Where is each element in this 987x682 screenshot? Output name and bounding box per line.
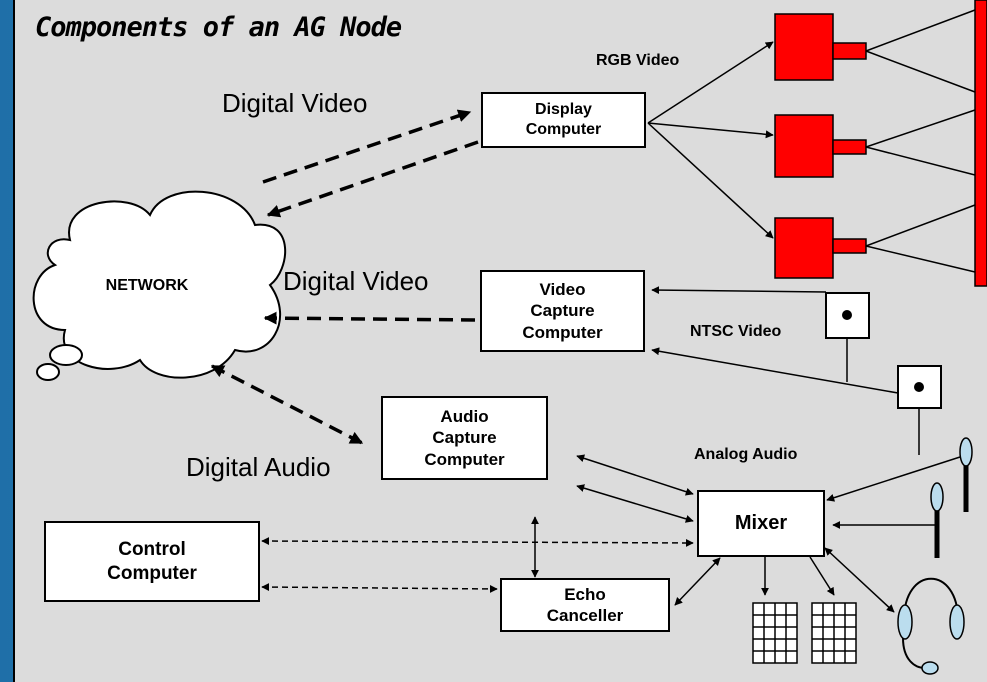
- audio-network-arrow: [210, 364, 364, 445]
- ntsc-video-label: NTSC Video: [690, 323, 782, 340]
- digital-video-label-mid: Digital Video: [283, 266, 429, 296]
- echo-canceller-box: Echo Canceller: [500, 578, 670, 632]
- audio-capture-computer-box: Audio Capture Computer: [381, 396, 548, 480]
- rgb-video-links: [647, 41, 774, 239]
- analog-audio-links: [531, 454, 961, 613]
- speaker-icon: [752, 602, 857, 664]
- digital-video-out-arrow: [262, 109, 472, 184]
- video-capture-computer-box: Video Capture Computer: [480, 270, 645, 352]
- network-label: NETWORK: [105, 277, 189, 294]
- rgb-video-label: RGB Video: [596, 52, 680, 69]
- headset-icon: [897, 577, 965, 675]
- screen-icon: [974, 0, 987, 287]
- control-computer-box: Control Computer: [44, 521, 260, 602]
- analog-audio-label: Analog Audio: [694, 446, 798, 463]
- digital-video-label-top: Digital Video: [222, 88, 368, 118]
- network-cloud-icon: [32, 190, 287, 381]
- mixer-box: Mixer: [697, 490, 825, 557]
- projection-lines: [865, 9, 976, 273]
- digital-links: [210, 109, 479, 445]
- diagram-title: Components of an AG Node: [35, 12, 402, 43]
- video-capture-to-network-arrow: [263, 311, 476, 325]
- digital-video-in-arrow: [266, 140, 479, 218]
- microphone-icon: [930, 437, 973, 558]
- control-links: [261, 537, 694, 593]
- display-computer-box: Display Computer: [481, 92, 646, 148]
- camera-icon: [825, 292, 942, 455]
- ntsc-video-links: [651, 286, 899, 394]
- projector-icon: [774, 13, 867, 279]
- digital-audio-label: Digital Audio: [186, 452, 331, 482]
